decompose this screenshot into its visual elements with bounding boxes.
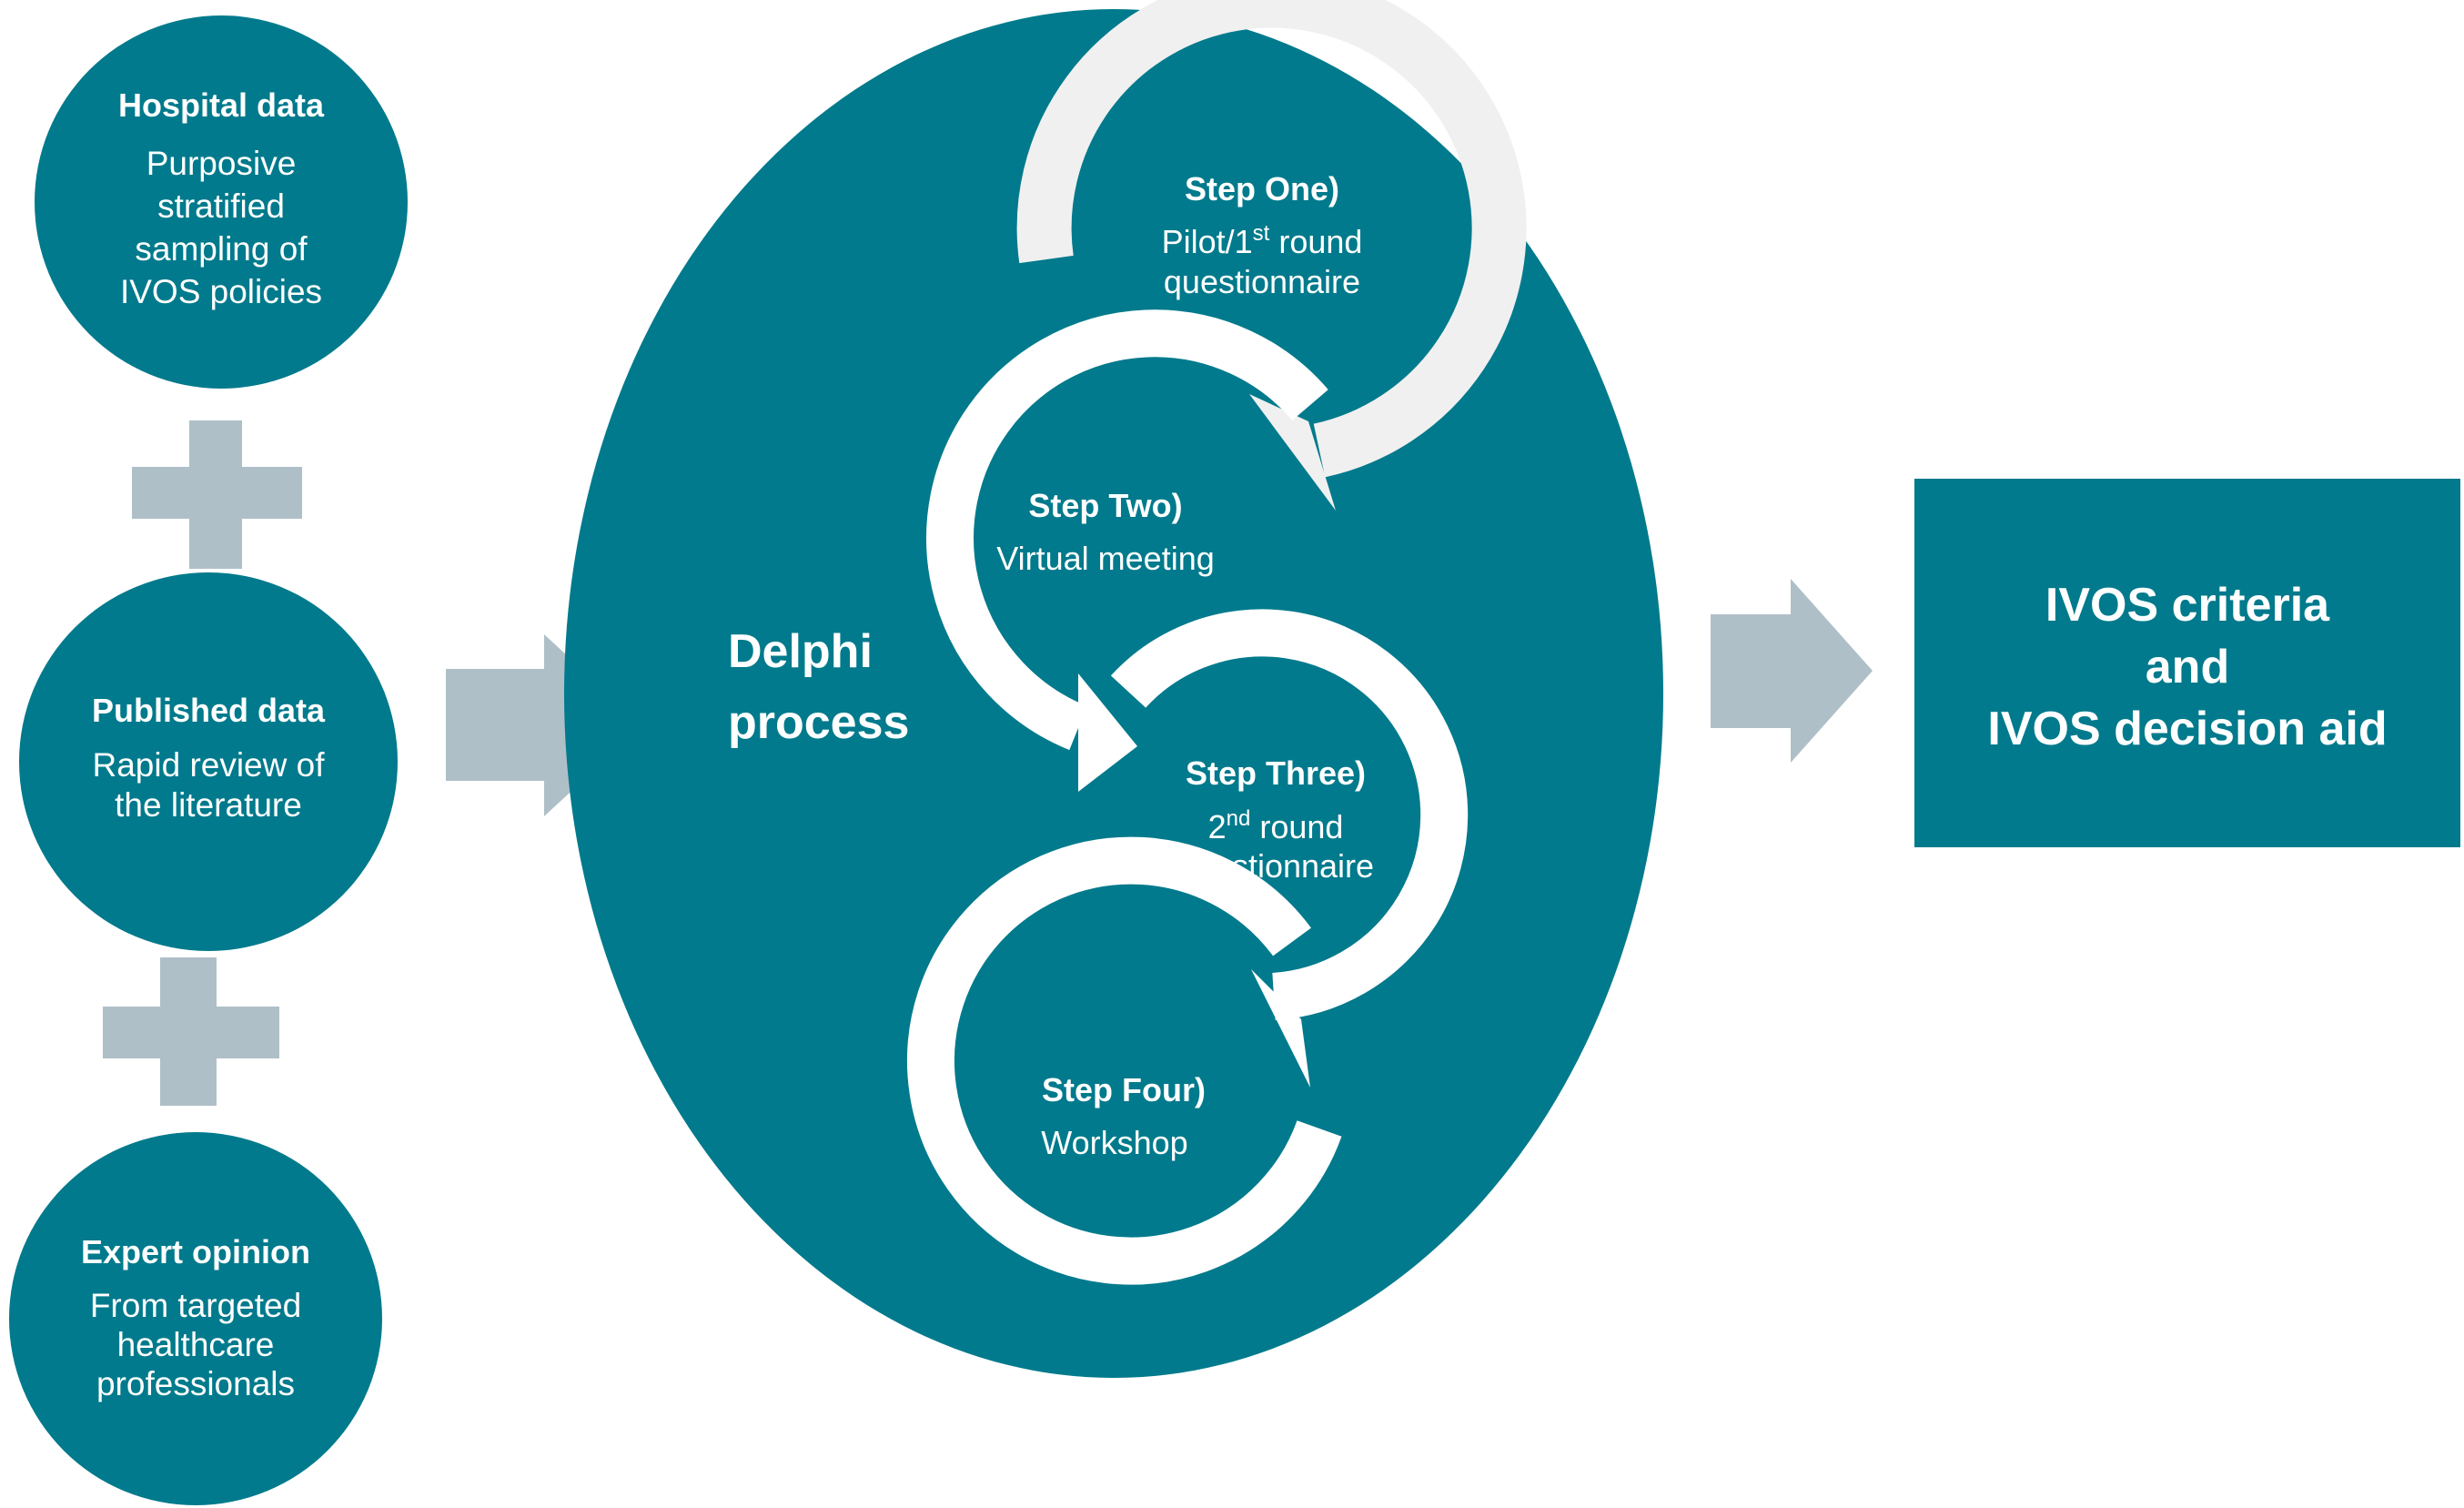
published-data-node: Published data Rapid review of the liter… [19,572,398,951]
expert-opinion-line-3: professionals [96,1365,295,1402]
hospital-data-line-4: IVOS policies [120,273,322,310]
step-three-cycle-arrow [1110,609,1469,1088]
delphi-title-line-1: Delphi [728,625,873,678]
step-one-cycle-arrow [1016,0,1527,511]
published-data-line-2: the literature [115,786,302,824]
step-four-title: Step Four) [1042,1071,1206,1108]
hospital-data-title: Hospital data [118,86,325,124]
expert-opinion-title: Expert opinion [81,1233,310,1270]
delphi-title-line-2: process [728,696,909,749]
output-line-3: IVOS decision aid [1987,703,2387,755]
output-box: IVOS criteria and IVOS decision aid [1914,479,2460,847]
step-one-line-2: questionnaire [1164,263,1360,300]
hospital-data-line-3: sampling of [135,230,308,268]
output-line-1: IVOS criteria [2045,579,2330,632]
step-two-title: Step Two) [1028,487,1182,524]
output-line-2: and [2146,641,2229,693]
hospital-data-line-1: Purposive [146,145,297,182]
hospital-data-line-2: stratified [157,187,285,225]
step-two-line-1: Virtual meeting [996,540,1214,577]
plus-icon [132,420,302,569]
step-one-line-1: Pilot/1st round [1162,221,1363,260]
hospital-data-node: Hospital data Purposive stratified sampl… [35,15,408,389]
published-data-title: Published data [92,692,326,729]
published-data-line-1: Rapid review of [92,746,325,784]
expert-opinion-line-1: From targeted [90,1287,301,1324]
expert-opinion-node: Expert opinion From targeted healthcare … [9,1132,382,1505]
step-one-title: Step One) [1185,170,1339,207]
delphi-process-ellipse [564,9,1663,1378]
step-four-cycle-arrow [906,836,1342,1285]
step-two-cycle-arrow [926,309,1328,792]
step-three-title: Step Three) [1186,754,1366,792]
expert-opinion-line-2: healthcare [117,1326,275,1363]
step-three-line-1: 2nd round [1208,806,1344,845]
plus-icon [103,957,279,1106]
step-four-line-1: Workshop [1041,1124,1187,1161]
right-arrow-icon [1711,579,1873,763]
step-three-line-2: questionnaire [1177,847,1374,885]
